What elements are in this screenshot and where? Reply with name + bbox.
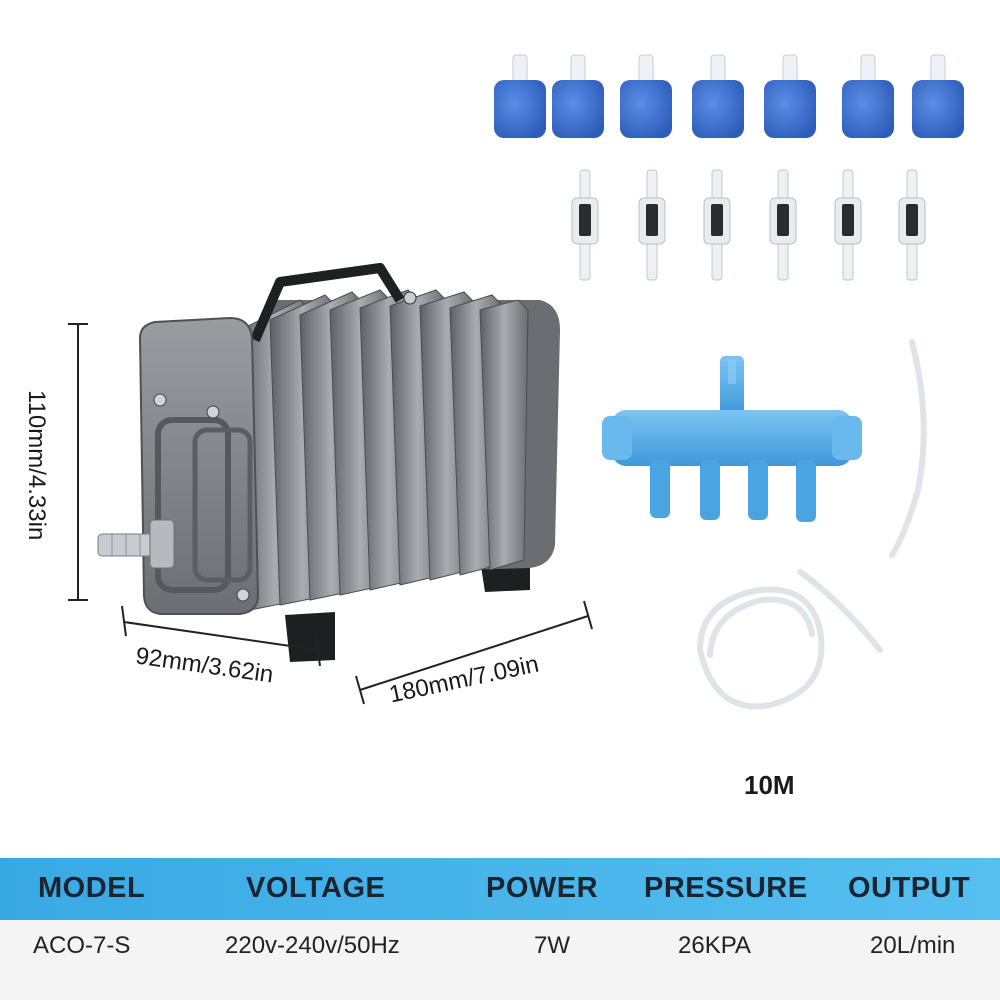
- spec-table-row: [0, 920, 1000, 1000]
- dimension-lines: [68, 323, 593, 705]
- spec-table-header: [0, 858, 1000, 920]
- spec-header-power: POWER: [486, 872, 599, 904]
- spec-value-voltage: 220v-240v/50Hz: [225, 932, 400, 959]
- air-stone-icon: [692, 54, 744, 138]
- air-stone-icon: [764, 54, 816, 138]
- check-valve-icon: [703, 169, 731, 281]
- tubing-icon: [696, 339, 927, 710]
- spec-value-pressure: 26KPA: [678, 932, 751, 959]
- check-valve-icon: [898, 169, 926, 281]
- check-valve-icon: [769, 169, 797, 281]
- spec-header-pressure: PRESSURE: [644, 872, 808, 904]
- check-valve-icon: [834, 169, 862, 281]
- check-valve-icon: [571, 169, 599, 281]
- product-illustration: [68, 54, 964, 710]
- spec-value-output: 20L/min: [870, 932, 956, 959]
- air-stone-icon: [842, 54, 894, 138]
- air-stone-icon: [494, 54, 546, 138]
- air-stone-icon: [620, 54, 672, 138]
- height-dimension-label: 110mm/4.33in: [23, 390, 50, 541]
- air-stones: [494, 54, 964, 138]
- spec-value-power: 7W: [534, 932, 570, 959]
- tube-length-label: 10M: [744, 770, 795, 800]
- air-stone-icon: [912, 54, 964, 138]
- air-pump-image: [97, 263, 560, 662]
- air-stone-icon: [552, 54, 604, 138]
- manifold-icon: [602, 356, 862, 522]
- spec-header-voltage: VOLTAGE: [246, 872, 386, 904]
- check-valve-icon: [638, 169, 666, 281]
- spec-value-model: ACO-7-S: [33, 932, 131, 959]
- spec-table: MODEL VOLTAGE POWER PRESSURE OUTPUT ACO-…: [0, 858, 1000, 1000]
- spec-header-model: MODEL: [38, 872, 146, 904]
- spec-header-output: OUTPUT: [848, 872, 971, 904]
- check-valves: [571, 169, 926, 281]
